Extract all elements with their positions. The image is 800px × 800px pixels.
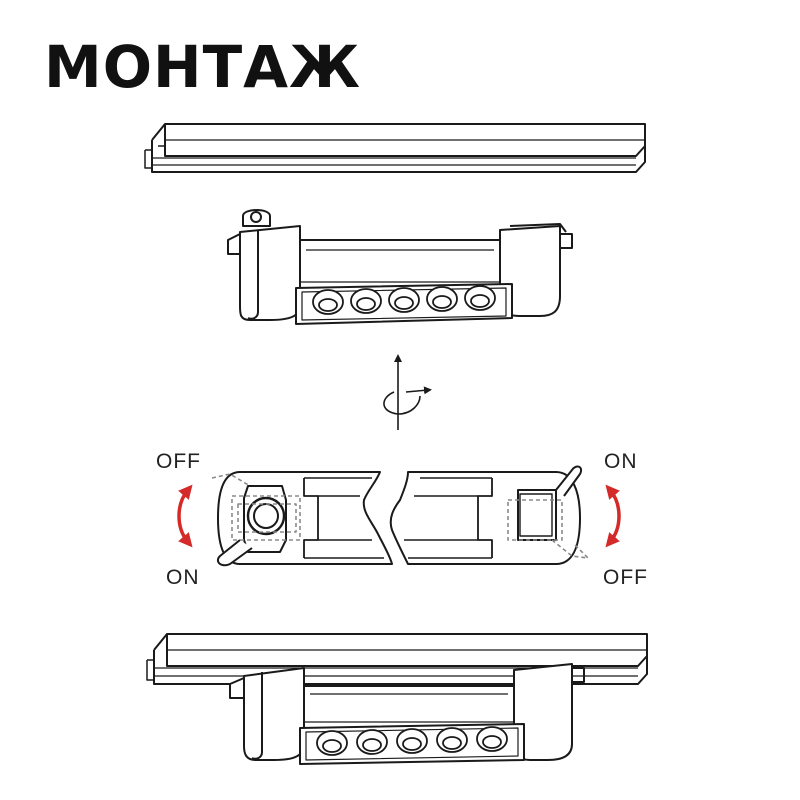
label-right-off: OFF — [603, 566, 648, 589]
page-title: МОНТАЖ — [44, 33, 362, 101]
track-rail-bottom — [146, 633, 648, 685]
lock-switch-detail — [211, 465, 589, 567]
lens-row-bottom — [316, 726, 508, 756]
rotation-axis-icon — [383, 354, 432, 430]
red-rotate-arrow-right — [605, 484, 621, 548]
lens-row-top — [312, 285, 496, 315]
red-rotate-arrow-left — [177, 484, 193, 548]
label-right-on: ON — [604, 450, 638, 473]
track-spotlight-top — [227, 209, 573, 325]
label-left-on: ON — [166, 566, 200, 589]
track-spotlight-bottom — [229, 663, 585, 765]
track-rail-top — [144, 123, 646, 173]
label-left-off: OFF — [156, 450, 201, 473]
